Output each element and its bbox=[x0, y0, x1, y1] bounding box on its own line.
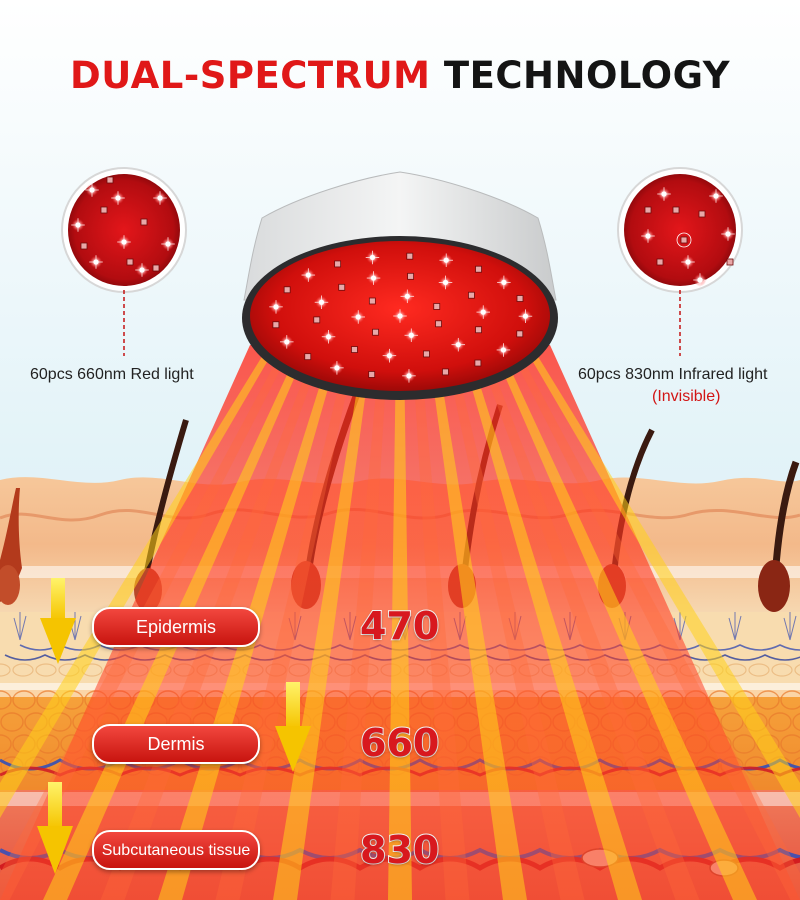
page-title: DUAL-SPECTRUM TECHNOLOGY bbox=[0, 54, 800, 97]
infrared-invisible-note: (Invisible) bbox=[652, 388, 721, 405]
title-highlight: DUAL-SPECTRUM bbox=[70, 54, 431, 97]
led-cap-device-icon bbox=[242, 171, 558, 400]
zoom-infrared-leds-icon bbox=[617, 167, 743, 356]
infrared-light-caption: 60pcs 830nm Infrared light bbox=[578, 366, 768, 383]
down-arrow-icon bbox=[37, 782, 73, 874]
title-rest: TECHNOLOGY bbox=[443, 54, 730, 97]
down-arrow-icon bbox=[275, 682, 311, 772]
hair-follicle-icon bbox=[0, 488, 22, 605]
down-arrow-icon bbox=[40, 578, 76, 664]
depth-value-dermis: 660 bbox=[359, 720, 440, 766]
layer-label-subcutaneous: Subcutaneous tissue bbox=[92, 830, 260, 870]
zoom-red-leds-icon bbox=[61, 167, 187, 356]
hair-follicle-icon bbox=[758, 460, 800, 612]
depth-value-epidermis: 470 bbox=[359, 603, 440, 649]
layer-label-epidermis: Epidermis bbox=[92, 607, 260, 647]
layer-label-dermis: Dermis bbox=[92, 724, 260, 764]
cap-leds bbox=[269, 250, 533, 383]
depth-value-subcutaneous: 830 bbox=[359, 827, 440, 873]
red-light-caption: 60pcs 660nm Red light bbox=[30, 366, 194, 383]
